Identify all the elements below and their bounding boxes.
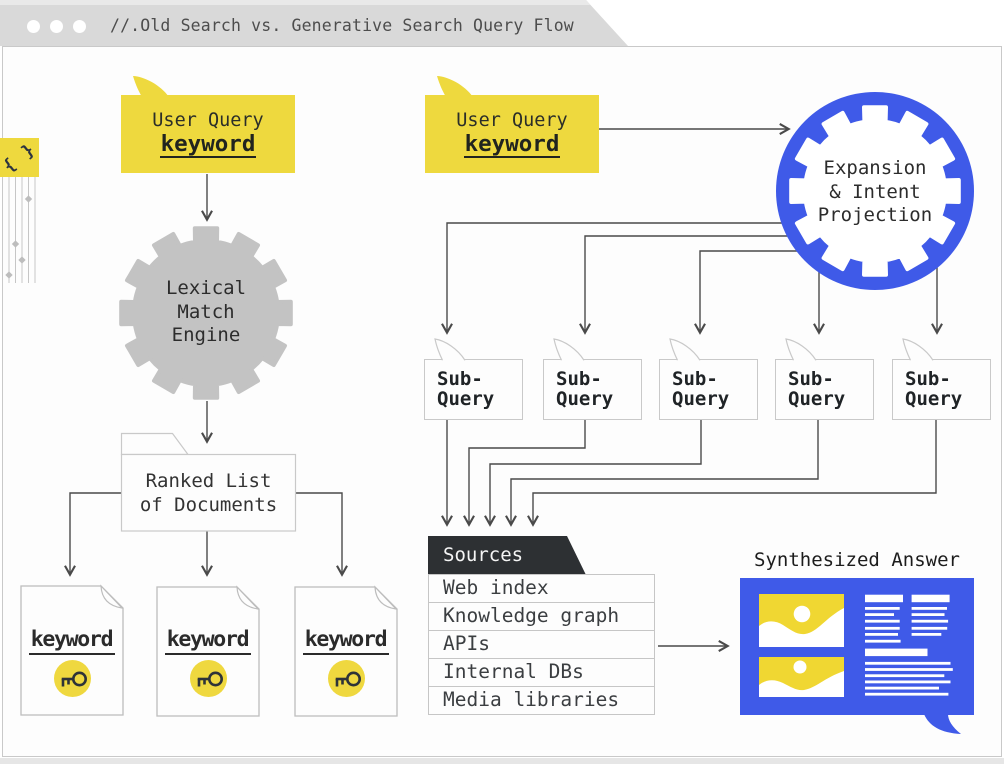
sub-query-box: Sub-Query: [892, 359, 991, 420]
synthesized-answer-title: Synthesized Answer: [754, 549, 960, 571]
lexical-engine-gear-icon: [119, 226, 293, 400]
lexical-engine-line: Lexical: [165, 277, 247, 299]
window-dot-2[interactable]: [49, 19, 63, 33]
sub-query-label: Query: [556, 388, 614, 411]
code-sticker: { }: [0, 138, 40, 177]
gen-user-query-bubble: User Query keyword: [425, 95, 599, 173]
sources-title: Sources: [443, 544, 524, 566]
ranked-list-line: Ranked List: [145, 470, 272, 492]
sub-query-label: Sub-: [905, 368, 951, 391]
sub-query-label: Query: [788, 388, 846, 411]
sub-query-box: Sub-Query: [659, 359, 758, 420]
expansion-label: Expansion & Intent Projection: [795, 157, 955, 228]
window-dot-3[interactable]: [72, 19, 86, 33]
source-row-label: APIs: [443, 632, 490, 655]
document-keyword: keyword: [148, 627, 268, 655]
user-query-keyword: keyword: [159, 130, 257, 159]
source-row-label: Web index: [443, 576, 549, 599]
expansion-line: Expansion: [823, 157, 927, 179]
document-keyword: keyword: [12, 627, 132, 655]
document-keyword-text: keyword: [164, 627, 252, 655]
key-icon: [61, 671, 87, 686]
source-row: Internal DBs: [428, 658, 655, 687]
user-query-keyword: keyword: [463, 130, 561, 159]
sub-query-label: Query: [905, 388, 963, 411]
source-row-label: Internal DBs: [443, 660, 584, 683]
lexical-engine-line: Engine: [171, 324, 241, 346]
document-keyword-text: keyword: [302, 627, 390, 655]
source-row: Web index: [428, 574, 655, 603]
sub-query-label: Sub-: [788, 368, 834, 391]
ranked-list-line: of Documents: [139, 494, 278, 516]
expansion-line: Projection: [817, 204, 933, 226]
lexical-engine-line: Match: [177, 300, 235, 323]
page-bottom-strip: [0, 758, 1004, 764]
document-keyword: keyword: [286, 627, 406, 655]
document-keyword-text: keyword: [28, 627, 116, 655]
expansion-gear-icon: [776, 92, 974, 290]
sub-query-label: Sub-: [672, 368, 718, 391]
expansion-line: & Intent: [829, 180, 921, 203]
source-row-label: Media libraries: [443, 688, 620, 711]
sub-query-label: Sub-: [556, 368, 602, 391]
sub-query-label: Query: [672, 388, 730, 411]
old-user-query-bubble: User Query keyword: [121, 95, 295, 173]
key-badge: [189, 659, 227, 697]
window-title-bar: [0, 0, 628, 46]
source-row-label: Knowledge graph: [443, 604, 620, 627]
window-dot-1[interactable]: [26, 19, 40, 33]
key-icon: [335, 671, 361, 686]
source-row: Knowledge graph: [428, 602, 655, 631]
sub-query-box: Sub-Query: [424, 359, 523, 420]
answer-panel-illustration: [740, 578, 974, 734]
key-badge: [327, 659, 365, 697]
title-bar-highlight: [0, 0, 628, 5]
user-query-label: User Query: [152, 109, 264, 131]
user-query-label: User Query: [456, 109, 568, 131]
sources-header: Sources: [428, 536, 586, 575]
sub-query-label: Query: [437, 388, 495, 411]
sub-query-box: Sub-Query: [543, 359, 642, 420]
ranked-list-label: Ranked List of Documents: [121, 469, 296, 517]
key-badge: [53, 659, 91, 697]
key-icon: [197, 671, 223, 686]
sub-query-box: Sub-Query: [775, 359, 874, 420]
window-title: //.Old Search vs. Generative Search Quer…: [110, 16, 574, 35]
lexical-engine-label: Lexical Match Engine: [136, 277, 276, 348]
source-row: Media libraries: [428, 686, 655, 715]
sub-query-label: Sub-: [437, 368, 483, 391]
